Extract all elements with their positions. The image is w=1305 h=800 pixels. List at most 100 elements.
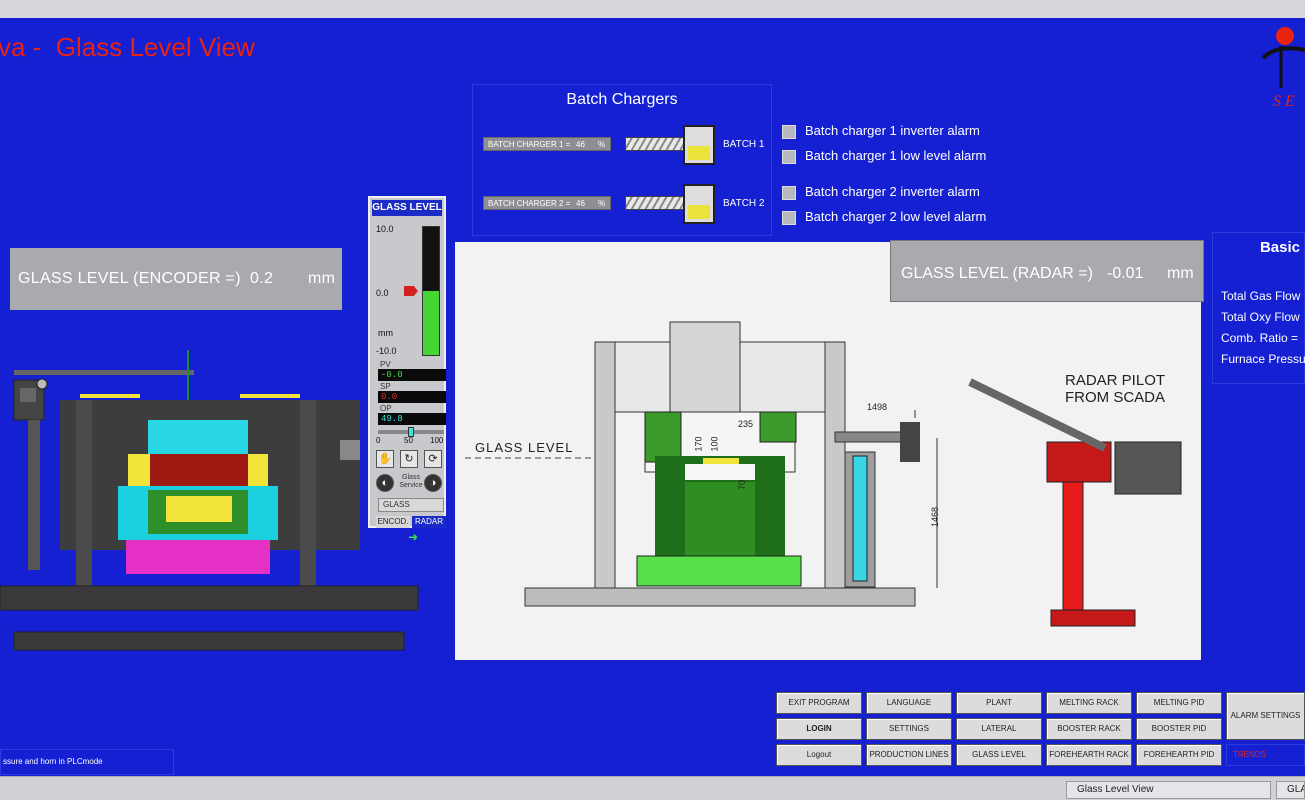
batch-charger-1-unit: % [598,140,606,149]
pv-label: PV [380,360,391,369]
batch-1-label: BATCH 1 [723,139,765,150]
page-title: va - Glass Level View [0,32,255,62]
furnace-technical-drawing [465,321,1182,627]
faceplate-title: GLASS LEVEL [372,200,442,216]
radar-value: -0.01 [1107,265,1144,282]
furnace-drawing-area: GLASS LEVEL 1498 235 170 100 70 1468 RAD… [455,242,1201,660]
settings-button[interactable]: SETTINGS [866,718,952,740]
furnace-side-view [0,350,419,651]
faceplate-tag-field: GLASS [378,498,444,512]
basic-panel: Basic Total Gas Flow Total Oxy Flow Comb… [1212,232,1305,384]
basic-item: Furnace Pressu [1221,352,1305,366]
level-bargraph-fill [423,291,439,355]
radar-label: GLASS LEVEL (RADAR =) [901,265,1093,282]
op-label: OP [380,404,392,413]
radar-pilot-caption: RADAR PILOT FROM SCADA [1065,372,1165,406]
slider-min: 0 [376,436,381,445]
encoder-level-box: GLASS LEVEL (ENCODER =) 0.2 mm [10,248,342,310]
rotary-knob-icon[interactable]: ◑ [424,474,442,492]
pv-value: -0.0 [378,369,446,381]
auto-mode-icon[interactable]: ↻ [400,450,418,468]
glass-level-drawing-label: GLASS LEVEL [475,440,574,455]
op-value: 49.8 [378,413,446,425]
alarm-indicator [782,186,796,200]
forehearth-pid-button[interactable]: FOREHEARTH PID [1136,744,1222,766]
batch-charger-2-readout[interactable]: BATCH CHARGER 2 = 46 % [483,196,611,210]
booster-pid-button[interactable]: BOOSTER PID [1136,718,1222,740]
batch-charger-1-value: 46 [576,140,585,149]
basic-item: Total Gas Flow [1221,289,1301,303]
taskbar: Glass Level View GLA [0,776,1305,800]
alarm-settings-button[interactable]: ALARM SETTINGS [1226,692,1305,740]
language-button[interactable]: LANGUAGE [866,692,952,714]
basic-title: Basic [1259,239,1300,256]
exit-program-button[interactable]: EXIT PROGRAM [776,692,862,714]
slider-max: 100 [430,436,444,445]
logout-button[interactable]: Logout [776,744,862,766]
status-message: ssure and horn in PLCmode [0,749,174,775]
level-bargraph [422,226,440,356]
batch-chargers-title: Batch Chargers [566,91,678,108]
glass-level-button[interactable]: GLASS LEVEL [956,744,1042,766]
lateral-button[interactable]: LATERAL [956,718,1042,740]
alarm-label: Batch charger 2 low level alarm [805,209,987,224]
sp-value[interactable]: 0.0 [378,391,446,403]
window-top-strip [0,0,1305,18]
encoder-value: 0.2 [250,270,274,287]
dim-235: 235 [738,419,754,429]
batch-charger-1-readout[interactable]: BATCH CHARGER 1 = 46 % [483,137,611,151]
radar-pilot-line1: RADAR PILOT [1065,372,1166,389]
dim-100: 100 [709,436,720,452]
op-slider-handle[interactable] [407,427,414,437]
op-slider[interactable] [378,427,444,437]
batch-charger-2-label: BATCH CHARGER 2 = [488,199,571,208]
dim-1498: 1498 [867,402,888,412]
basic-item: Total Oxy Flow [1221,310,1300,324]
taskbar-window-glass-level-view[interactable]: Glass Level View [1066,781,1271,799]
tab-encoder[interactable]: ENCOD. [376,516,410,528]
scale-unit: mm [378,328,393,338]
sp-label: SP [380,382,391,391]
scale-bottom: -10.0 [376,346,397,356]
plant-button[interactable]: PLANT [956,692,1042,714]
alarm-label: Batch charger 1 inverter alarm [805,123,980,138]
taskbar-window-gla[interactable]: GLA [1276,781,1305,799]
logo-letters: S E [1273,93,1295,110]
booster-rack-button[interactable]: BOOSTER RACK [1046,718,1132,740]
setpoint-marker-icon[interactable] [404,286,418,296]
encoder-unit: mm [308,270,336,287]
scale-top: 10.0 [376,224,394,234]
login-button[interactable]: LOGIN [776,718,862,740]
forehearth-rack-button[interactable]: FOREHEARTH RACK [1046,744,1132,766]
alarm-label: Batch charger 1 low level alarm [805,148,987,163]
radar-level-box: GLASS LEVEL (RADAR =) -0.01 mm [890,240,1204,302]
glass-level-faceplate: GLASS LEVEL 10.0 0.0 mm -10.0 PV -0.0 SP… [368,196,446,528]
encoder-label: GLASS LEVEL (ENCODER =) [18,270,241,287]
batch-chargers-panel: Batch Chargers BATCH CHARGER 1 = 46 % BA… [472,84,772,236]
arrow-right-icon: ➜ [408,530,419,544]
dim-70: 70 [737,479,748,491]
basic-item: Comb. Ratio = [1221,331,1299,345]
dim-170: 170 [693,436,704,452]
batch-charger-1-label: BATCH CHARGER 1 = [488,140,571,149]
slider-mid: 50 [404,436,413,445]
batch-2-label: BATCH 2 [723,198,765,209]
trends-button[interactable]: TRENDS [1226,744,1305,766]
hand-mode-icon[interactable]: ✋ [376,450,394,468]
melting-pid-button[interactable]: MELTING PID [1136,692,1222,714]
batch-charger-1-screw-icon [625,137,685,151]
alarm-indicator [782,125,796,139]
radar-unit: mm [1167,265,1194,282]
melting-rack-button[interactable]: MELTING RACK [1046,692,1132,714]
production-lines-button[interactable]: PRODUCTION LINES [866,744,952,766]
radar-pilot-line2: FROM SCADA [1065,389,1166,406]
batch-charger-2-value: 46 [576,199,585,208]
service-label: Glass Service [399,474,423,489]
alarm-indicator [782,150,796,164]
scale-mid: 0.0 [376,288,389,298]
cascade-mode-icon[interactable]: ⟳ [424,450,442,468]
rotary-knob-icon[interactable]: ◐ [376,474,394,492]
batch-charger-2-hopper-icon [683,184,715,224]
batch-charger-2-screw-icon [625,196,685,210]
tab-radar[interactable]: RADAR [412,516,446,528]
